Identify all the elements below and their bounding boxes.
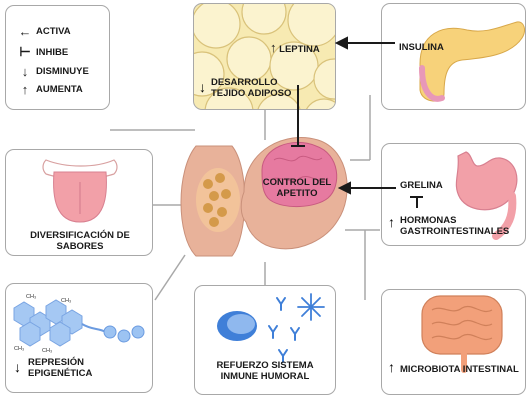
arrowhead-icon <box>340 183 350 193</box>
arrowhead-icon <box>337 38 347 48</box>
